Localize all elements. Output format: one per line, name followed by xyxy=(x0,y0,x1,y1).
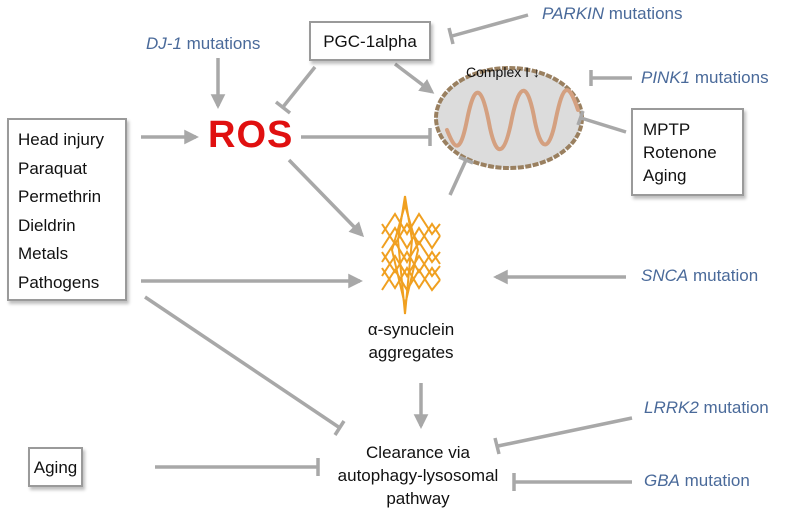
factor-item: Pathogens xyxy=(18,272,100,292)
edge-toxins-mito xyxy=(580,116,627,134)
mutation-suffix: mutation xyxy=(688,266,759,285)
gene-name: PINK1 xyxy=(641,68,691,87)
factor-item: Head injury xyxy=(18,130,104,149)
aging-node: Aging xyxy=(28,447,83,487)
clearance-node: Clearance via autophagy-lysosomal pathwa… xyxy=(323,441,513,510)
mutation-suffix: mutation xyxy=(698,398,769,417)
mutation-suffix: mutation xyxy=(679,471,750,490)
gene-name: GBA xyxy=(644,471,680,490)
environmental-factors-node: Head injury Paraquat Permethrin Dieldrin… xyxy=(7,118,127,301)
edge-aggregates-mito xyxy=(448,159,468,196)
factor-item: Permethrin xyxy=(18,187,102,206)
gba-mutation-label: GBA mutation xyxy=(644,471,750,491)
edge-parkin-pgc xyxy=(451,13,529,38)
factor-item: Dieldrin xyxy=(18,215,76,235)
clearance-line: autophagy-lysosomal xyxy=(337,466,499,485)
snca-mutation-label: SNCA mutation xyxy=(641,266,758,286)
dj1-mutations-label: DJ-1 mutations xyxy=(146,34,260,54)
aggregates-line: α-synuclein xyxy=(367,320,455,339)
mutation-suffix: mutations xyxy=(181,34,261,53)
mitochondrion-cristae xyxy=(445,88,580,152)
edge-lrrk2-clearance xyxy=(497,416,633,448)
aging-label: Aging xyxy=(33,458,78,477)
mutation-suffix: mutations xyxy=(690,68,769,87)
pink1-mutations-label: PINK1 mutations xyxy=(641,68,769,88)
gene-name: PARKIN xyxy=(542,4,605,23)
alpha-synuclein-aggregates-label: α-synuclein aggregates xyxy=(351,318,471,364)
edge-ros-aggregates xyxy=(287,158,365,238)
complex-i-text: Complex I xyxy=(466,64,530,80)
mutation-suffix: mutations xyxy=(604,4,683,23)
pgc1alpha-label: PGC-1alpha xyxy=(323,32,417,51)
toxin-item: Aging xyxy=(643,166,687,185)
edge-pgc-ros xyxy=(281,65,317,109)
clearance-line: pathway xyxy=(386,489,450,508)
parkin-mutations-label: PARKIN mutations xyxy=(542,4,682,24)
toxin-item: MPTP xyxy=(643,120,691,139)
gene-name: SNCA xyxy=(641,266,689,285)
edge-pgc-mito xyxy=(393,62,435,94)
toxins-node: MPTP Rotenone Aging xyxy=(631,108,744,196)
gene-name: DJ-1 xyxy=(146,34,182,53)
decrease-arrow-icon: ↓ xyxy=(532,64,540,80)
mitochondrion xyxy=(434,66,584,170)
ros-node: ROS xyxy=(208,114,294,156)
clearance-line: Clearance via xyxy=(366,443,470,462)
lrrk2-mutation-label: LRRK2 mutation xyxy=(644,398,769,418)
aggregates-line: aggregates xyxy=(368,343,454,362)
edge-env-clearance xyxy=(144,295,341,430)
factor-item: Paraquat xyxy=(18,158,87,178)
alpha-synuclein-aggregate-icon xyxy=(381,195,441,315)
pgc1alpha-node: PGC-1alpha xyxy=(309,21,431,61)
factor-item: Metals xyxy=(18,244,69,263)
gene-name: LRRK2 xyxy=(644,398,699,417)
complex-i-label: Complex I ↓ xyxy=(466,64,540,80)
toxin-item: Rotenone xyxy=(643,143,717,162)
